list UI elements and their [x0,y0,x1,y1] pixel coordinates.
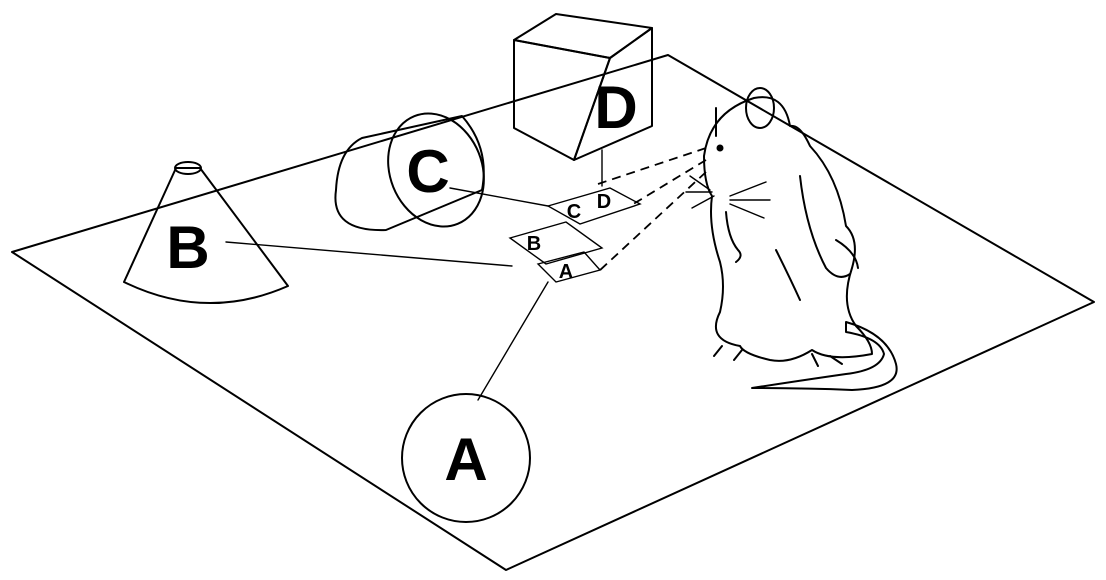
floor-plane [11,54,1095,571]
label-c: C [406,138,449,205]
connector-a [477,281,549,401]
view-rays [597,147,707,273]
label-b: B [166,214,209,281]
cell-b: B [527,233,541,255]
cell-a: A [559,261,573,283]
cylinder-object-c: C [334,112,485,232]
view-cells: C D B A [508,187,642,283]
connector-c [449,187,549,207]
cube-object-d: D [513,13,653,161]
connector-lines [225,149,603,401]
ray-top [597,147,707,185]
cone-object-b: B [123,161,289,304]
cell-c: C [567,201,581,223]
connector-b [225,241,513,267]
rat-illustration [685,87,898,391]
ray-bottom [597,171,707,273]
label-d: D [594,74,637,141]
cell-d: D [597,191,611,213]
circle-object-a: A [401,393,531,523]
label-a: A [444,426,487,493]
